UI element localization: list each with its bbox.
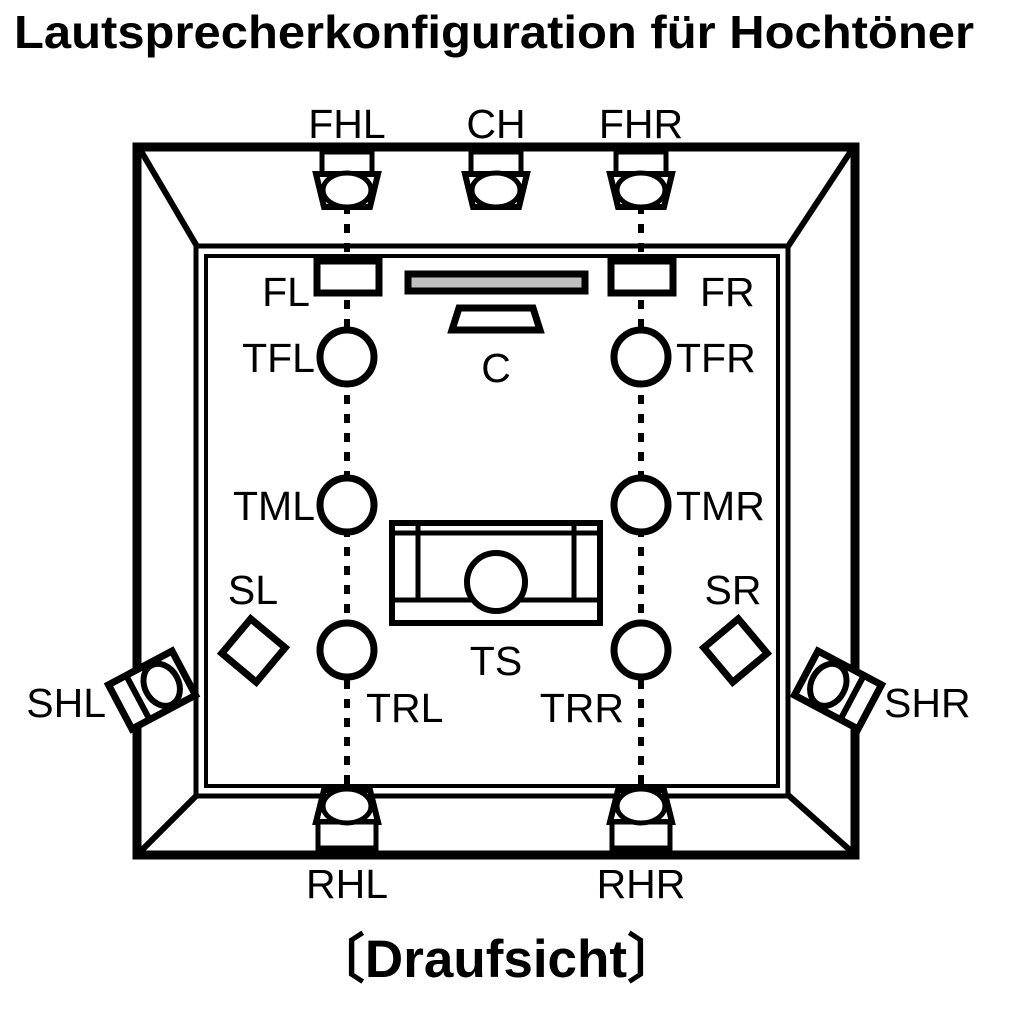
- speaker-RHR[interactable]: [606, 786, 676, 851]
- guide-lines: [344, 205, 644, 798]
- label-FL: FL: [262, 269, 310, 315]
- speaker-SHR[interactable]: [789, 646, 887, 734]
- speaker-TFR[interactable]: [610, 326, 672, 388]
- label-TFL: TFL: [242, 335, 315, 381]
- room-outer-wall: [132, 142, 860, 860]
- speaker-RHL[interactable]: [312, 786, 382, 851]
- label-RHL: RHL: [306, 861, 388, 907]
- speaker-TFL[interactable]: [316, 326, 378, 388]
- speaker-FHL[interactable]: [312, 149, 382, 210]
- label-TMR: TMR: [676, 483, 765, 529]
- speaker-TML[interactable]: [316, 474, 378, 536]
- label-TRR: TRR: [540, 685, 624, 731]
- view-caption: 〔Draufsicht〕: [312, 929, 680, 989]
- listening-seat: [389, 520, 603, 626]
- speaker-C[interactable]: [447, 304, 545, 334]
- label-RHR: RHR: [597, 861, 686, 907]
- television: [404, 270, 589, 295]
- label-TRL: TRL: [366, 685, 443, 731]
- speaker-CH[interactable]: [461, 149, 531, 210]
- room-perspective-corners: [138, 149, 854, 854]
- speaker-SL[interactable]: [216, 613, 291, 688]
- label-SHL: SHL: [26, 680, 106, 726]
- speaker-SHL[interactable]: [103, 646, 201, 734]
- speaker-TRR[interactable]: [610, 619, 672, 681]
- speaker-TMR[interactable]: [610, 474, 672, 536]
- label-CH: CH: [466, 101, 525, 147]
- room-inner-floor-inner: [204, 254, 780, 788]
- label-SL: SL: [228, 567, 278, 613]
- speaker-FR[interactable]: [607, 257, 677, 297]
- page-title: Lautsprecherkonfiguration für Hochtöner: [14, 6, 974, 58]
- speaker-FHR[interactable]: [606, 149, 676, 210]
- label-SR: SR: [705, 567, 762, 613]
- speaker-FL[interactable]: [313, 257, 383, 297]
- label-TML: TML: [233, 483, 315, 529]
- speaker-SR[interactable]: [698, 613, 773, 688]
- label-TS: TS: [470, 638, 522, 684]
- speaker-TRL[interactable]: [316, 619, 378, 681]
- listener-head: [464, 550, 528, 614]
- label-TFR: TFR: [676, 335, 756, 381]
- label-SHR: SHR: [884, 680, 971, 726]
- label-FHL: FHL: [308, 101, 385, 147]
- label-C: C: [481, 345, 511, 391]
- label-FR: FR: [700, 269, 755, 315]
- label-FHR: FHR: [599, 101, 683, 147]
- room-inner-floor-outer: [193, 243, 791, 799]
